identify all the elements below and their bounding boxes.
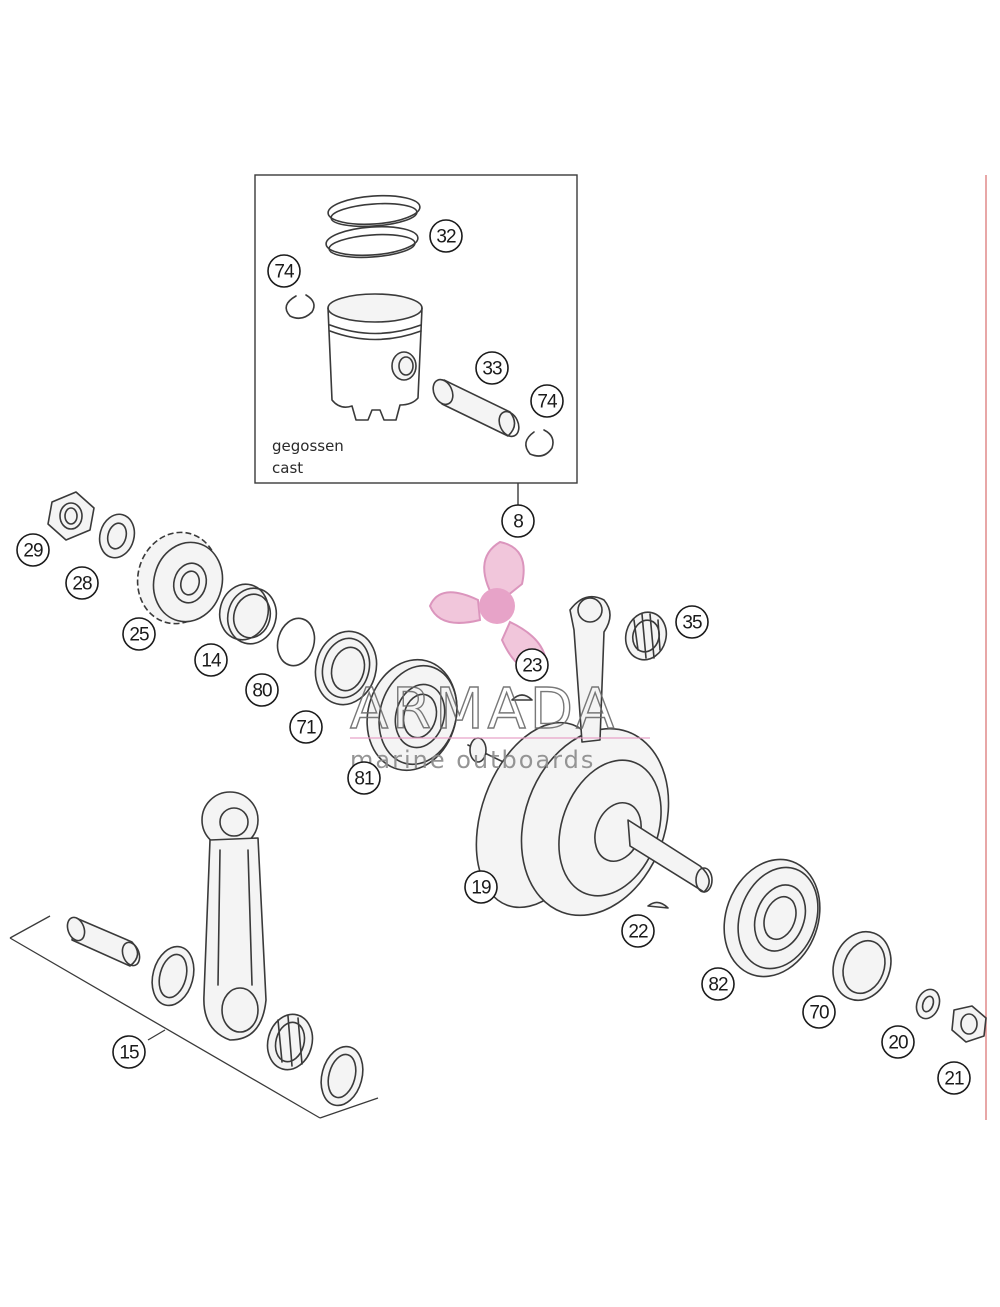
washer-right	[915, 988, 941, 1020]
thrust-washer-upper	[151, 945, 195, 1007]
callout-circle	[194, 643, 228, 677]
callout-22: 22	[621, 914, 655, 948]
callout-label: 80	[252, 681, 272, 702]
spacer-bushing	[218, 583, 278, 645]
callout-layer: 32 74 33 74 8 29 28 25 14 80 71 81 23 35 19 22 82 70 20 21 1…	[16, 219, 971, 1095]
lock-washer	[98, 513, 136, 559]
callout-71: 71	[289, 710, 323, 744]
watermark-logo: ARMADA marine outboards	[349, 540, 650, 774]
thrust-washer-lower	[320, 1045, 364, 1107]
main-bearing-left	[366, 658, 458, 772]
callout-circle	[464, 870, 498, 904]
piston-pin	[432, 378, 520, 438]
callout-label: 8	[513, 512, 523, 533]
callout-label: 81	[354, 769, 374, 790]
callout-82: 82	[701, 967, 735, 1001]
callout-81: 81	[347, 761, 381, 795]
piston	[327, 293, 423, 421]
callout-29: 29	[16, 533, 50, 567]
callout-15: 15	[112, 1035, 146, 1069]
callout-circle	[515, 648, 549, 682]
callout-33: 33	[475, 351, 509, 385]
callout-label: 29	[23, 541, 43, 562]
watermark-title: ARMADA	[350, 677, 618, 742]
connecting-rod	[201, 791, 267, 1041]
callout-35: 35	[675, 605, 709, 639]
callout-19: 19	[464, 870, 498, 904]
callout-circle	[475, 351, 509, 385]
crankshaft	[467, 595, 713, 917]
callout-32: 32	[429, 219, 463, 253]
callout-label: 74	[537, 392, 558, 413]
callout-circle	[802, 995, 836, 1029]
callout-label: 14	[201, 651, 222, 672]
callout-label: 35	[682, 613, 702, 634]
primary-gear	[136, 531, 224, 625]
box-note-gegossen: gegossen	[272, 437, 344, 455]
callout-circle	[530, 384, 564, 418]
shaft-seal-right	[832, 930, 892, 1002]
callout-14: 14	[194, 643, 228, 677]
callout-circle	[122, 617, 156, 651]
callout-label: 21	[944, 1069, 964, 1090]
circlip-left	[285, 294, 315, 320]
callout-21: 21	[937, 1061, 971, 1095]
callout-circle	[937, 1061, 971, 1095]
needle-bearing-top	[624, 611, 668, 661]
callout-circle	[501, 504, 535, 538]
callout-label: 25	[129, 625, 149, 646]
callout-label: 20	[888, 1033, 908, 1054]
callout-circle	[675, 605, 709, 639]
callout-label: 82	[708, 975, 728, 996]
callout-28: 28	[65, 566, 99, 600]
callout-label: 15	[119, 1043, 139, 1064]
callout-74b: 74	[530, 384, 564, 418]
piston-kit-box: gegossen cast	[254, 174, 578, 508]
callout-circle	[245, 673, 279, 707]
callout-circle	[429, 219, 463, 253]
callout-label: 32	[436, 227, 456, 248]
callout-label: 70	[809, 1003, 829, 1024]
hex-nut	[47, 491, 95, 541]
propeller-hub-icon	[479, 588, 515, 624]
callout-74a: 74	[267, 254, 301, 288]
callout-circle	[621, 914, 655, 948]
callout-label: 33	[482, 359, 502, 380]
callout-label: 28	[72, 574, 92, 595]
callout-circle	[65, 566, 99, 600]
circlip-right	[525, 429, 554, 457]
conrod-pin	[66, 916, 141, 967]
callout-circle	[112, 1035, 146, 1069]
box-note-cast: cast	[272, 459, 303, 477]
callout-80: 80	[245, 673, 279, 707]
callout-label: 74	[274, 262, 295, 283]
shaft-seal-left	[314, 630, 378, 706]
piston-rings	[325, 194, 421, 259]
callout-23: 23	[515, 648, 549, 682]
woodruff-key-22	[647, 901, 669, 909]
callout-20: 20	[881, 1025, 915, 1059]
callout-70: 70	[802, 995, 836, 1029]
callout-circle	[267, 254, 301, 288]
callout-label: 23	[522, 656, 542, 677]
callout-circle	[881, 1025, 915, 1059]
callout-circle	[347, 761, 381, 795]
conrod-kit-frame	[9, 915, 379, 1119]
callout-8: 8	[501, 504, 535, 538]
callout-circle	[701, 967, 735, 1001]
callout-label: 19	[471, 878, 491, 899]
needle-bearing-bottom	[266, 1013, 314, 1071]
main-bearing-right	[723, 858, 821, 978]
callout-circle	[16, 533, 50, 567]
flange-nut	[951, 1005, 987, 1043]
callout-label: 71	[296, 718, 316, 739]
watermark-subtitle: marine outboards	[350, 746, 595, 774]
o-ring	[276, 617, 316, 667]
woodruff-key-23	[511, 694, 533, 701]
callout-circle	[289, 710, 323, 744]
callout-25: 25	[122, 617, 156, 651]
callout-label: 22	[628, 922, 648, 943]
